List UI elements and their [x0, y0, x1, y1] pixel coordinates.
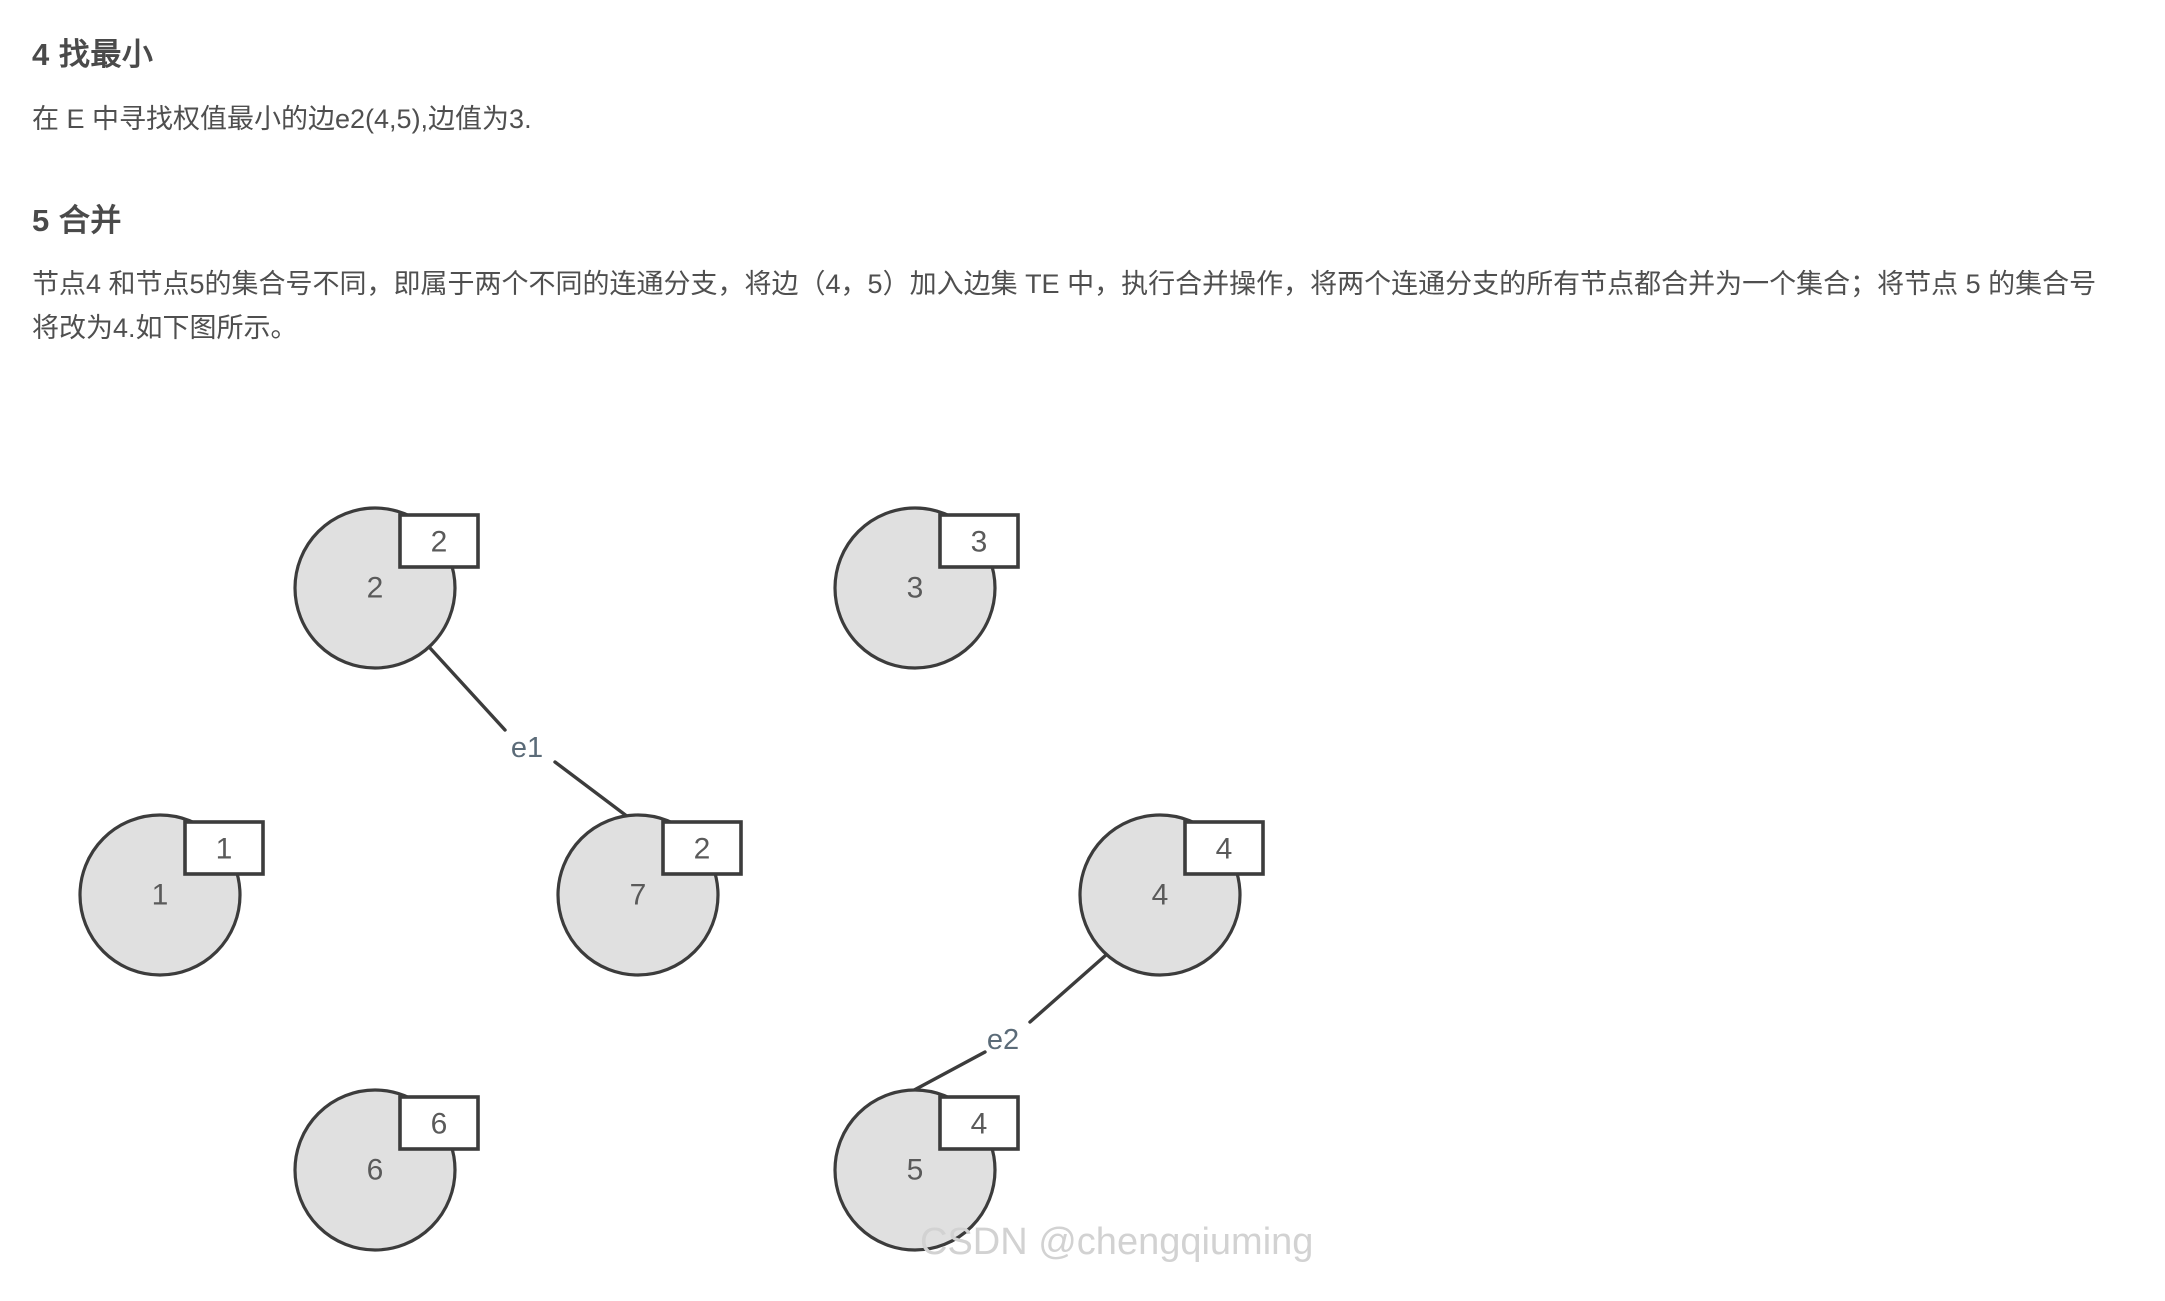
edge-e1-label: e1	[511, 732, 543, 764]
node-6-set-label: 6	[431, 1108, 448, 1141]
node-4-set-label: 4	[1216, 833, 1233, 866]
node-5-set-label-box	[938, 1095, 1020, 1151]
node-7[interactable]: 72	[556, 813, 743, 977]
edge-e1-segment-a	[428, 646, 507, 732]
node-2-value: 2	[367, 572, 384, 605]
node-6[interactable]: 66	[293, 1088, 480, 1252]
section-heading-merge: 5 合并	[32, 202, 122, 238]
node-1-value: 1	[152, 879, 169, 912]
node-2[interactable]: 22	[293, 506, 480, 670]
edges-layer: e1 e2	[428, 646, 1108, 1120]
node-4[interactable]: 44	[1078, 813, 1265, 977]
node-1-set-label: 1	[216, 833, 233, 866]
watermark-layer: CSDN @chengqiuming	[920, 1221, 1313, 1263]
node-4-value: 4	[1152, 879, 1169, 912]
csdn-watermark: CSDN @chengqiuming	[920, 1221, 1313, 1263]
node-7-value: 7	[630, 879, 647, 912]
node-7-set-label-box	[661, 820, 743, 876]
edge-e2-label: e2	[987, 1024, 1019, 1056]
edge-e1: e1	[428, 646, 650, 834]
node-1[interactable]: 11	[78, 813, 265, 977]
node-6-set-label-box	[398, 1095, 480, 1151]
node-4-set-label-box	[1183, 820, 1265, 876]
node-3-set-label: 3	[971, 526, 988, 559]
node-3-value: 3	[907, 572, 924, 605]
node-2-set-label-box	[398, 513, 480, 569]
article-body: 4 找最小 在 E 中寻找权值最小的边e2(4,5),边值为3. 5 合并 节点…	[32, 18, 2132, 351]
edge-e2-segment-a	[1028, 953, 1108, 1024]
node-3[interactable]: 33	[833, 506, 1020, 670]
section-heading-find-min: 4 找最小	[32, 37, 154, 72]
node-5[interactable]: 54	[833, 1088, 1020, 1252]
node-6-value: 6	[367, 1154, 384, 1187]
edge-e2: e2	[860, 953, 1108, 1120]
node-2-set-label: 2	[431, 526, 448, 559]
section-paragraph-merge: 节点4 和节点5的集合号不同，即属于两个不同的连通分支，将边（4，5）加入边集 …	[32, 269, 2097, 344]
node-5-set-label: 4	[971, 1108, 988, 1141]
node-1-set-label-box	[183, 820, 265, 876]
node-7-set-label: 2	[694, 833, 711, 866]
section-paragraph-find-min: 在 E 中寻找权值最小的边e2(4,5),边值为3.	[32, 103, 532, 134]
node-3-set-label-box	[938, 513, 1020, 569]
node-5-value: 5	[907, 1154, 924, 1187]
